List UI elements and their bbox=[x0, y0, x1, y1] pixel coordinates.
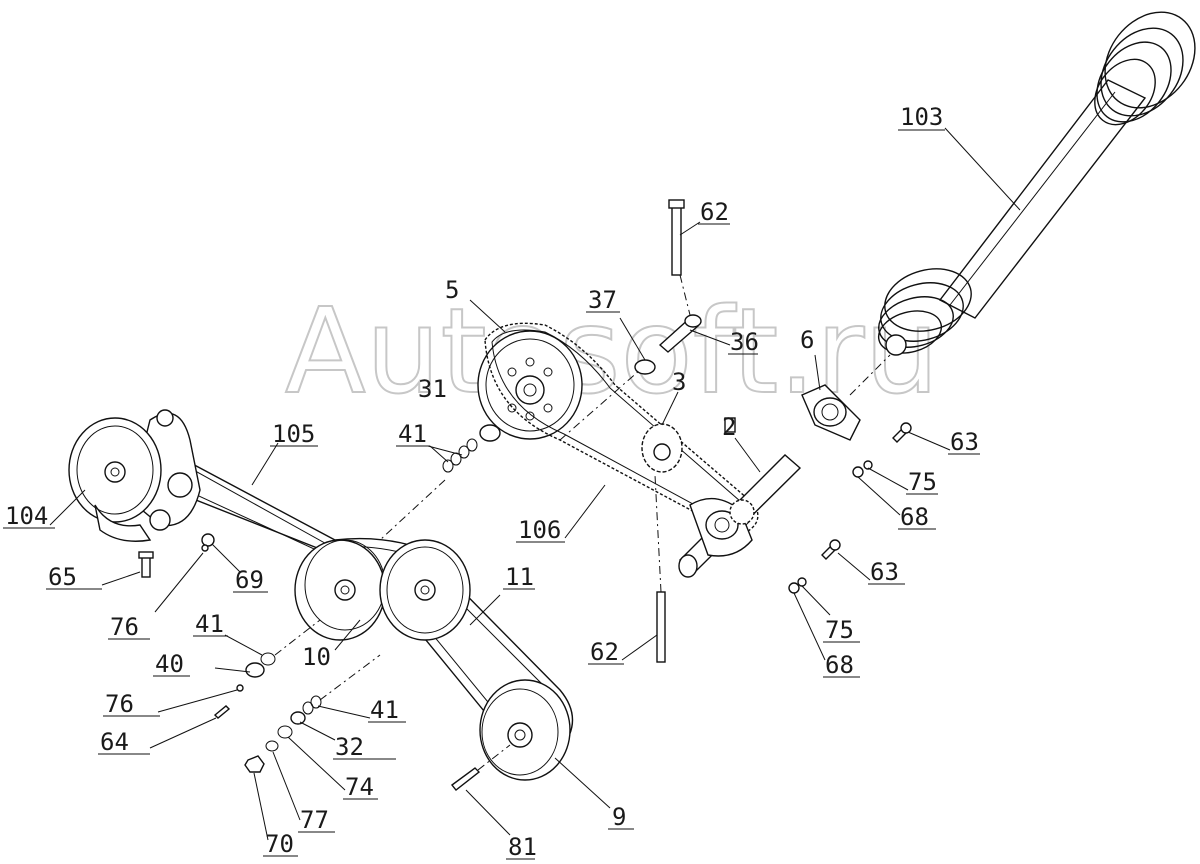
drive-shaft-2 bbox=[678, 417, 802, 578]
bolt-65 bbox=[138, 551, 154, 578]
label-75-lower: 75 bbox=[825, 616, 854, 644]
label-11: 11 bbox=[505, 563, 534, 591]
flange-bearing-6 bbox=[801, 384, 861, 441]
washer-76-lower bbox=[236, 684, 244, 692]
label-76-upper: 76 bbox=[110, 613, 139, 641]
label-64: 64 bbox=[100, 728, 129, 756]
label-103: 103 bbox=[900, 103, 943, 131]
label-41-upper: 41 bbox=[398, 420, 427, 448]
label-70: 70 bbox=[265, 830, 294, 858]
label-105: 105 bbox=[272, 420, 315, 448]
label-10: 10 bbox=[302, 643, 331, 671]
bolt-63-upper bbox=[892, 422, 912, 443]
label-40: 40 bbox=[155, 650, 184, 678]
label-75-upper: 75 bbox=[908, 468, 937, 496]
label-65: 65 bbox=[48, 563, 77, 591]
label-106: 106 bbox=[518, 516, 561, 544]
cardan-shaft-103 bbox=[877, 11, 1196, 356]
bolt-63-lower bbox=[821, 539, 841, 560]
axle-pin-36 bbox=[658, 314, 702, 353]
sprocket-5 bbox=[477, 330, 583, 440]
part-labels: 103 62 5 37 36 6 3 31 41 105 2 63 75 68 … bbox=[3, 103, 980, 861]
label-68-upper: 68 bbox=[900, 503, 929, 531]
label-2: 2 bbox=[722, 413, 736, 441]
label-41-left: 41 bbox=[195, 610, 224, 638]
washer-75-upper bbox=[863, 460, 873, 470]
sprocket-3 bbox=[641, 423, 683, 473]
label-63-lower: 63 bbox=[870, 558, 899, 586]
label-62-bottom: 62 bbox=[590, 638, 619, 666]
nut-70 bbox=[244, 755, 265, 773]
label-32: 32 bbox=[335, 733, 364, 761]
label-37: 37 bbox=[588, 286, 617, 314]
key-pin-81 bbox=[450, 767, 481, 791]
shim-41-left bbox=[260, 652, 276, 666]
shims-41-lower bbox=[302, 695, 322, 715]
washer-74 bbox=[277, 725, 293, 739]
label-63-upper: 63 bbox=[950, 428, 979, 456]
label-31: 31 bbox=[418, 375, 447, 403]
shims-41-upper bbox=[442, 438, 478, 473]
pulley-10 bbox=[294, 539, 386, 641]
label-76-lower: 76 bbox=[105, 690, 134, 718]
label-69: 69 bbox=[235, 566, 264, 594]
label-36: 36 bbox=[730, 328, 759, 356]
bolt-62-bottom bbox=[654, 474, 666, 663]
pulley-11 bbox=[379, 539, 471, 641]
label-74: 74 bbox=[345, 773, 374, 801]
pulley-9 bbox=[479, 679, 571, 781]
label-9: 9 bbox=[612, 803, 626, 831]
label-3: 3 bbox=[672, 368, 686, 396]
label-6: 6 bbox=[800, 326, 814, 354]
label-5: 5 bbox=[445, 276, 459, 304]
nut-68-lower bbox=[788, 582, 800, 594]
washer-32 bbox=[290, 711, 306, 725]
engine-pulley-104 bbox=[68, 409, 201, 542]
label-41-lower: 41 bbox=[370, 696, 399, 724]
washer-40 bbox=[245, 662, 265, 678]
label-81: 81 bbox=[508, 833, 537, 861]
washer-75-lower bbox=[797, 577, 807, 587]
label-104: 104 bbox=[5, 502, 48, 530]
label-68-lower: 68 bbox=[825, 651, 854, 679]
nut-68-upper bbox=[852, 466, 864, 478]
label-77: 77 bbox=[300, 806, 329, 834]
bolt-64 bbox=[213, 705, 231, 719]
label-62-top: 62 bbox=[700, 198, 729, 226]
washer-77 bbox=[265, 740, 279, 752]
bolt-62-top bbox=[668, 199, 691, 316]
washer-31 bbox=[479, 424, 501, 442]
washer-76-upper bbox=[201, 544, 209, 552]
